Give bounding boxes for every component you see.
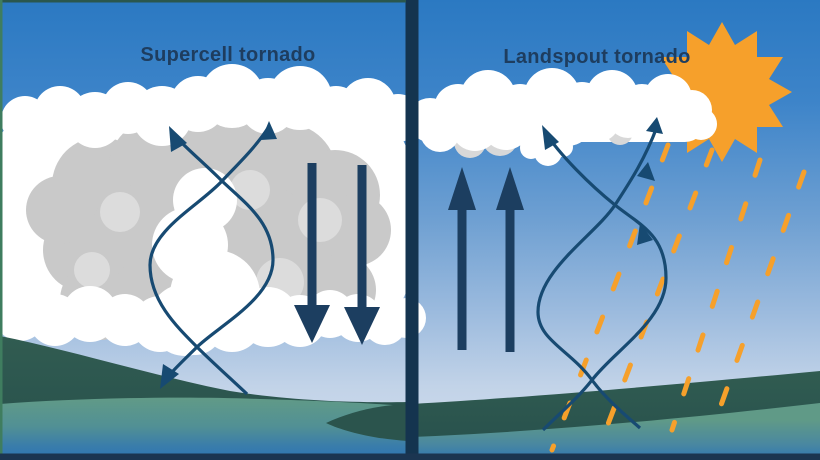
- supercell-vortex-icon: [148, 121, 277, 396]
- hills-left: [0, 336, 408, 460]
- cumulus-cloud: [408, 68, 717, 166]
- supercell-panel-title: Supercell tornado: [140, 44, 316, 66]
- downdraft-arrows-icon: [294, 163, 380, 345]
- landspout-panel-title: Landspout tornado: [503, 46, 691, 68]
- landspout-vortex-icon: [536, 117, 668, 432]
- sun-rays-icon: [549, 142, 807, 453]
- hills-right: [412, 371, 820, 460]
- updraft-arrows-icon: [448, 167, 524, 352]
- panel-divider: [405, 0, 419, 460]
